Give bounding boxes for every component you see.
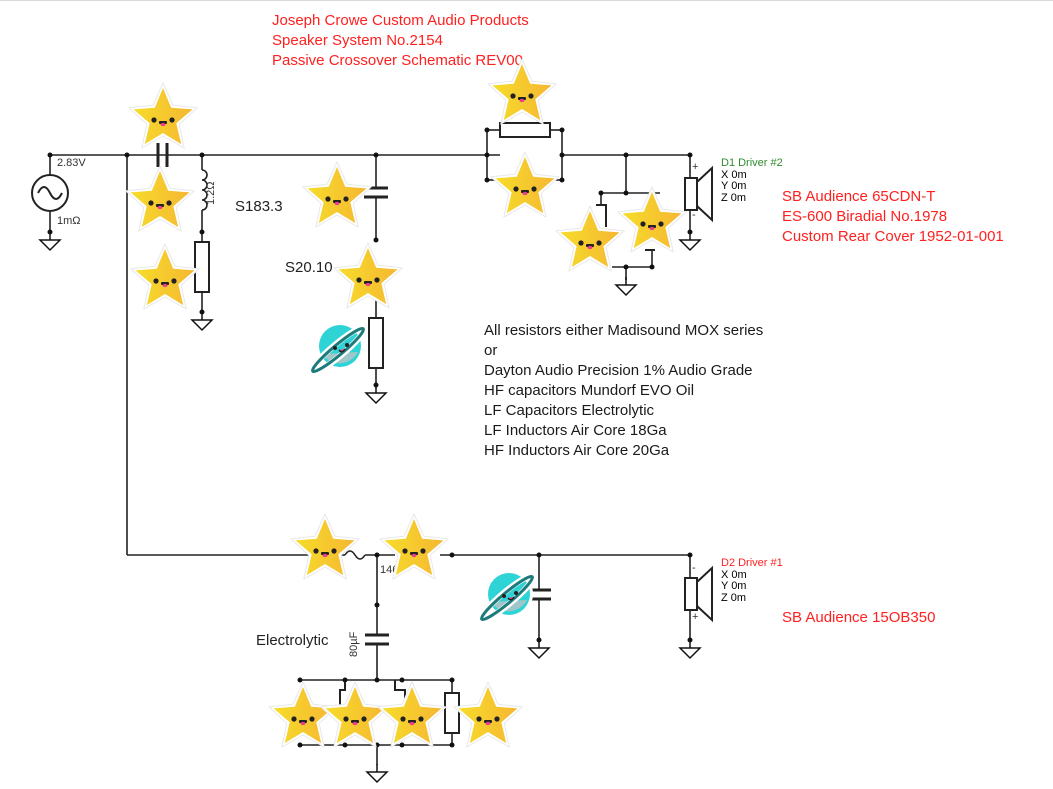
shunt-branch-label: S183.3 [235,198,283,215]
ground-symbol [615,276,637,296]
kawaii-planet-icon [477,570,537,624]
spec-line: SB Audience 65CDN-T [782,188,936,205]
kawaii-star-icon [128,82,198,149]
source-impedance-label: 1mΩ [57,215,81,227]
kawaii-star-icon [617,186,687,253]
note-line: LF Capacitors Electrolytic [484,402,655,419]
ground-symbol [39,231,61,251]
ground-symbol [365,384,387,404]
note-line: Dayton Audio Precision 1% Audio Grade [484,362,753,379]
driver-2-spec: SB Audience 15OB350 [782,610,935,630]
driver-1-plus: + [692,161,699,173]
shunt-inductor-symbol [201,169,208,211]
title-line: Speaker System No.2154 [272,32,443,49]
driver-2-x: X 0m [721,568,747,581]
driver-1-symbol [684,177,698,211]
driver-2-info: D2 Driver #1 X 0m Y 0m Z 0m [721,558,783,604]
kawaii-star-icon [125,165,195,232]
driver-1-spec: SB Audience 65CDN-T ES-600 Biradial No.1… [782,189,1004,249]
note-line: All resistors either Madisound MOX serie… [484,322,764,339]
driver-2-minus: - [692,562,696,574]
lf-capacitor-value-label: 80µF [348,631,360,657]
note-line: LF Inductors Air Core 18Ga [484,422,667,439]
top-border [0,0,1053,1]
shunt-inductor-dcr-label: 1.2Ω [205,181,217,205]
driver-1-y: Y 0m [721,180,747,192]
ground-symbol [528,639,550,659]
kawaii-star-icon [379,513,449,580]
title-block: Joseph Crowe Custom Audio Products Speak… [272,13,529,73]
note-line: or [484,342,498,359]
kawaii-star-icon [377,681,447,748]
spec-line: ES-600 Biradial No.1978 [782,208,948,225]
kawaii-star-icon [290,513,360,580]
kawaii-star-icon [268,681,338,748]
ground-symbol [679,639,701,659]
title-line: Joseph Crowe Custom Audio Products [272,12,529,29]
component-notes: All resistors either Madisound MOX serie… [484,323,763,463]
driver-1-minus: - [692,209,696,221]
notch-branch-label: S20.10 [285,259,333,276]
junction-dots [47,127,693,748]
driver-2-z: Z 0m [721,591,747,604]
driver-1-info: D1 Driver #2 X 0m Y 0m Z 0m [721,158,783,204]
driver-1-z: Z 0m [721,191,747,204]
driver-2-name: D2 Driver #1 [721,557,783,569]
driver-2-plus: + [692,611,699,623]
spec-line: Custom Rear Cover 1952-01-001 [782,228,1004,245]
driver-1-x: X 0m [721,168,747,181]
lf-inductor-value-label: 146 [380,564,399,576]
lf-capacitor-type-label: Electrolytic [256,632,329,649]
kawaii-planet-icon [308,322,368,376]
lf-inductor-symbol [344,550,366,560]
kawaii-star-icon [320,681,390,748]
kawaii-star-icon [333,242,403,309]
kawaii-star-icon [302,161,372,228]
spec-line: SB Audience 15OB350 [782,609,936,626]
note-line: HF capacitors Mundorf EVO Oil [484,382,695,399]
driver-1-name: D1 Driver #2 [721,157,783,169]
driver-2-y: Y 0m [721,580,747,592]
ground-symbol [366,763,388,783]
title-line: Passive Crossover Schematic REV00 [272,52,523,69]
kawaii-star-icon [555,205,625,272]
driver-2-symbol [684,577,698,611]
kawaii-star-icon [130,243,200,310]
ground-symbol [191,311,213,331]
source-voltage-label: 2.83V [57,157,86,169]
note-line: HF Inductors Air Core 20Ga [484,442,670,459]
kawaii-star-icon [487,58,557,125]
kawaii-star-icon [490,151,560,218]
kawaii-star-icon [453,681,523,748]
